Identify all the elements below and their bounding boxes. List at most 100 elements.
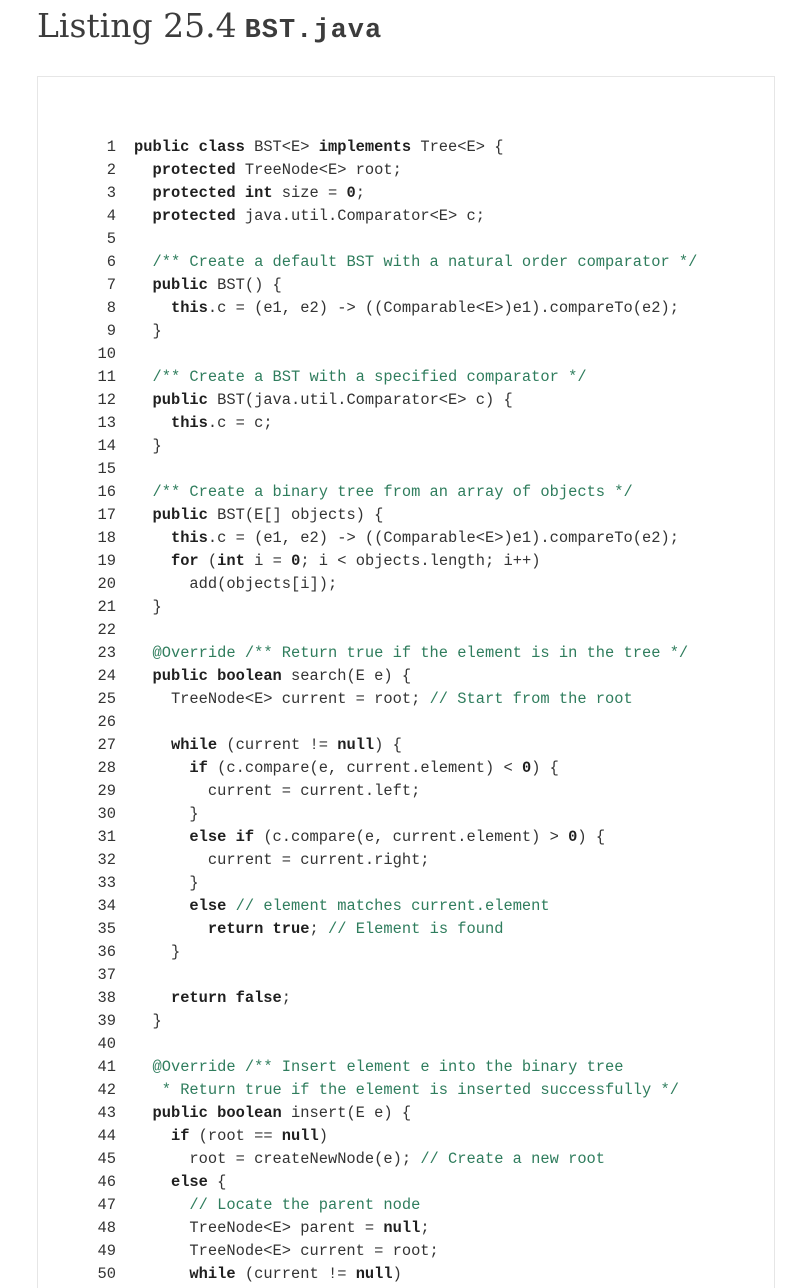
code-line: 40 <box>0 1033 790 1056</box>
line-number: 2 <box>106 161 116 179</box>
line-code: } <box>134 803 199 826</box>
line-code: } <box>134 941 180 964</box>
line-code: current = current.right; <box>134 849 430 872</box>
code-line: 32 current = current.right; <box>0 849 790 872</box>
line-code: // Locate the parent node <box>134 1194 420 1217</box>
code-text: BST(java.util.Comparator<E> c) { <box>207 391 513 409</box>
code-text: size = <box>272 184 347 202</box>
code-line: 25 TreeNode<E> current = root; // Start … <box>0 688 790 711</box>
line-code: current = current.left; <box>134 780 420 803</box>
code-comment: // Start from the root <box>429 690 633 708</box>
code-line: 44 if (root == null) <box>0 1125 790 1148</box>
code-text: ) { <box>374 736 402 754</box>
code-keyword: if <box>170 1127 190 1145</box>
line-number: 38 <box>97 989 116 1007</box>
code-keyword: else if <box>189 828 255 846</box>
code-text: } <box>134 805 199 823</box>
code-text <box>134 667 152 685</box>
code-text: TreeNode<E> current = root; <box>134 1242 439 1260</box>
line-code: } <box>134 596 162 619</box>
line-code: public BST(E[] objects) { <box>134 504 383 527</box>
code-text <box>226 897 235 915</box>
code-text <box>134 184 152 202</box>
line-number: 15 <box>97 460 116 478</box>
code-keyword: this <box>170 299 208 317</box>
line-number: 29 <box>97 782 116 800</box>
code-keyword: while <box>189 1265 236 1283</box>
code-keyword: public <box>152 276 208 294</box>
code-line: 34 else // element matches current.eleme… <box>0 895 790 918</box>
line-code: public BST() { <box>134 274 281 297</box>
code-line: 15 <box>0 458 790 481</box>
code-text <box>134 368 152 386</box>
line-code: return false; <box>134 987 291 1010</box>
code-text: } <box>134 874 199 892</box>
code-line: 43 public boolean insert(E e) { <box>0 1102 790 1125</box>
code-line: 21 } <box>0 596 790 619</box>
code-text <box>134 1127 171 1145</box>
line-code: TreeNode<E> current = root; // Start fro… <box>134 688 633 711</box>
code-keyword: this <box>170 414 208 432</box>
line-code: add(objects[i]); <box>134 573 337 596</box>
line-number: 36 <box>97 943 116 961</box>
code-keyword: null <box>337 736 375 754</box>
code-line: 8 this.c = (e1, e2) -> ((Comparable<E>)e… <box>0 297 790 320</box>
code-text: ; i < objects.length; i++) <box>300 552 541 570</box>
code-keyword: public class <box>134 138 245 156</box>
code-keyword: protected <box>152 161 236 179</box>
code-text <box>134 1265 189 1283</box>
code-line: 41 @Override /** Insert element e into t… <box>0 1056 790 1079</box>
code-text <box>134 897 189 915</box>
code-text: search(E e) { <box>281 667 412 685</box>
line-number: 20 <box>97 575 116 593</box>
code-line: 26 <box>0 711 790 734</box>
line-number: 49 <box>97 1242 116 1260</box>
line-code: TreeNode<E> current = root; <box>134 1240 439 1263</box>
line-code: protected TreeNode<E> root; <box>134 159 401 182</box>
code-text: root = createNewNode(e); <box>134 1150 421 1168</box>
code-text: TreeNode<E> parent = <box>134 1219 384 1237</box>
code-keyword: while <box>170 736 218 754</box>
line-code: while (current != null) <box>134 1263 401 1286</box>
code-text <box>134 529 171 547</box>
listing-label: Listing 25.4 <box>37 6 237 45</box>
code-keyword: else <box>170 1173 208 1191</box>
line-number: 16 <box>97 483 116 501</box>
line-code: else // element matches current.element <box>134 895 550 918</box>
line-code: return true; // Element is found <box>134 918 504 941</box>
code-comment: // element matches current.element <box>235 897 550 915</box>
line-number: 10 <box>97 345 116 363</box>
line-number: 8 <box>106 299 116 317</box>
code-comment: @Override /** Insert element e into the … <box>152 1058 624 1076</box>
line-code: } <box>134 1010 162 1033</box>
line-code: else if (c.compare(e, current.element) >… <box>134 826 605 849</box>
line-code: /** Create a BST with a specified compar… <box>134 366 586 389</box>
code-comment: /** Create a default BST with a natural … <box>152 253 698 271</box>
line-code: public BST(java.util.Comparator<E> c) { <box>134 389 513 412</box>
code-keyword: protected <box>152 207 236 225</box>
line-code: this.c = (e1, e2) -> ((Comparable<E>)e1)… <box>134 297 679 320</box>
code-comment: /** Create a binary tree from an array o… <box>152 483 633 501</box>
code-line: 2 protected TreeNode<E> root; <box>0 159 790 182</box>
code-text: } <box>134 1012 162 1030</box>
code-number: 0 <box>291 552 301 570</box>
code-text: } <box>134 598 162 616</box>
code-text: } <box>134 943 181 961</box>
line-number: 1 <box>106 138 116 156</box>
code-text <box>134 552 171 570</box>
code-text: BST<E> <box>244 138 319 156</box>
code-line: 30 } <box>0 803 790 826</box>
line-code: public class BST<E> implements Tree<E> { <box>134 136 503 159</box>
line-number: 6 <box>106 253 116 271</box>
line-code: if (c.compare(e, current.element) < 0) { <box>134 757 558 780</box>
code-text <box>134 299 171 317</box>
code-text: } <box>134 322 162 340</box>
code-text <box>134 1058 152 1076</box>
line-number: 32 <box>97 851 116 869</box>
line-number: 43 <box>97 1104 116 1122</box>
code-text <box>134 207 152 225</box>
line-code: @Override /** Return true if the element… <box>134 642 688 665</box>
line-number: 3 <box>106 184 116 202</box>
line-code: this.c = c; <box>134 412 273 435</box>
